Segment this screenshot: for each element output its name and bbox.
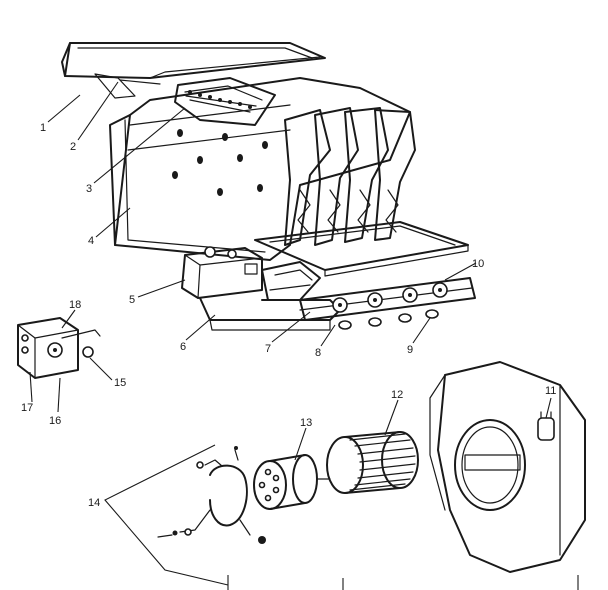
callout-5: 5 <box>129 294 135 306</box>
callout-labels: 1 2 3 4 5 6 7 8 9 10 11 12 13 14 15 16 1… <box>21 122 556 509</box>
part-blower-motor <box>253 454 331 510</box>
callout-13: 13 <box>300 417 312 429</box>
callout-3: 3 <box>86 183 92 195</box>
part-pilot-assembly <box>261 261 321 301</box>
part-heat-exchanger <box>109 77 411 261</box>
callout-2: 2 <box>70 141 76 153</box>
leader-lines <box>29 81 579 590</box>
callout-8: 8 <box>315 347 321 359</box>
callout-18: 18 <box>69 299 81 311</box>
part-blower-housing <box>429 361 586 573</box>
callout-9: 9 <box>407 344 413 356</box>
callout-16: 16 <box>49 415 61 427</box>
motor-vents <box>258 468 280 502</box>
heat-exchanger-cells <box>284 107 416 246</box>
burner-spuds <box>338 309 439 330</box>
callout-15: 15 <box>114 377 126 389</box>
part-limit-switch <box>17 317 101 379</box>
wheel-blades <box>349 433 416 491</box>
part-burner-tray <box>174 77 276 126</box>
callout-14: 14 <box>88 497 100 509</box>
part-motor-mount <box>157 446 266 544</box>
callout-7: 7 <box>265 343 271 355</box>
burner-orifices <box>332 282 448 313</box>
callout-17: 17 <box>21 402 33 414</box>
part-burner-tubes <box>299 277 476 330</box>
callout-1: 1 <box>40 122 46 134</box>
part-manifold <box>199 297 341 331</box>
exchanger-rivets <box>172 129 268 196</box>
callout-4: 4 <box>88 235 94 247</box>
part-blower-wheel <box>326 431 419 494</box>
callout-6: 6 <box>180 341 186 353</box>
part-top-plate <box>254 221 469 277</box>
callout-12: 12 <box>391 389 403 401</box>
part-gas-valve <box>181 246 263 299</box>
callout-11: 11 <box>545 385 556 397</box>
part-duct-cover <box>61 42 326 99</box>
callout-10: 10 <box>472 258 484 270</box>
